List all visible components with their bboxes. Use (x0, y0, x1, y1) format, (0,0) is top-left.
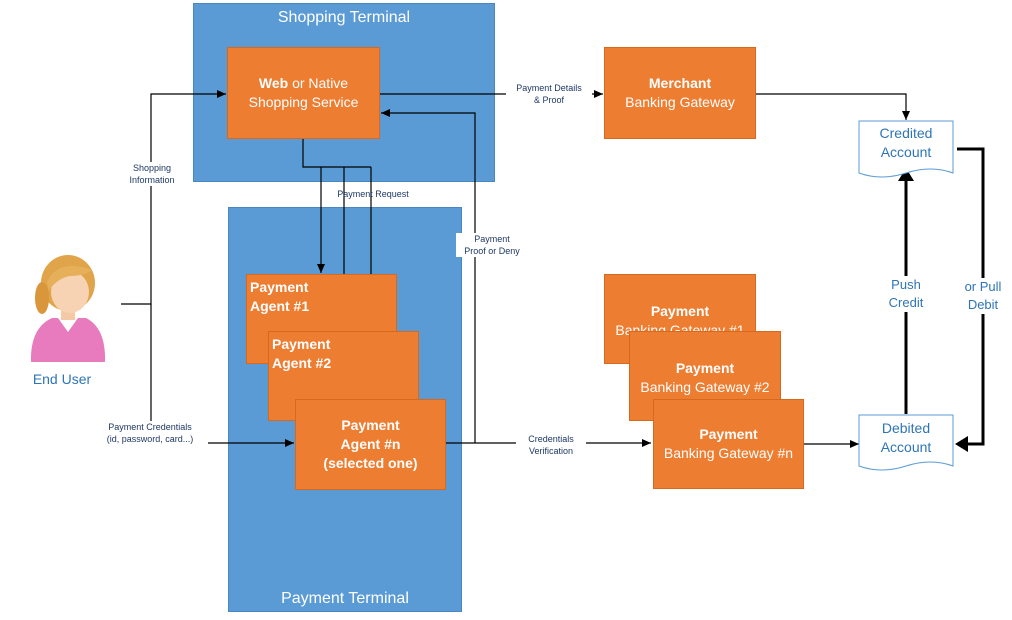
shopping-information-label: Shopping Information (112, 162, 192, 186)
shopping-service-line1: or Native (288, 75, 349, 91)
shopping-service-box: Web or Native Shopping Service (227, 47, 380, 139)
shopping-terminal-title: Shopping Terminal (277, 9, 411, 26)
shopping-information-line1: Shopping (132, 163, 172, 173)
debited-account-label: Debited Account (859, 419, 953, 457)
shopping-information-arrow (121, 90, 226, 305)
payment-details-label: Payment Details & Proof (506, 82, 592, 106)
payment-request-label: Payment Request (326, 188, 420, 200)
credentials-verification-label: Credentials Verification (516, 433, 586, 457)
payment-agent-2-line1: Payment (272, 336, 331, 352)
push-credit-label: Push Credit (878, 276, 934, 312)
debited-account-line1: Debited (881, 420, 931, 436)
payment-proof-line2: Proof or Deny (464, 246, 520, 256)
payment-proof-line1: Payment (474, 234, 510, 244)
payment-agent-n-line2: Agent #n (340, 436, 401, 452)
payment-details-line1: Payment Details (516, 83, 582, 93)
payment-credentials-line1: Payment Credentials (108, 422, 192, 432)
banking-gateway-2-line1: Payment (675, 360, 735, 376)
banking-gateway-n-box: Payment Banking Gateway #n (653, 399, 804, 489)
shopping-service-bold: Web (258, 75, 289, 91)
debited-account-shape (858, 414, 954, 471)
payment-details-line2: & Proof (533, 95, 564, 105)
banking-gateway-n-line1: Payment (699, 426, 758, 442)
credited-account-label: Credited Account (859, 124, 953, 162)
credentials-verification-line2: Verification (528, 446, 574, 456)
payment-agent-n-line3: (selected one) (323, 455, 418, 471)
shopping-information-line2: Information (129, 175, 175, 185)
merchant-gateway-box: Merchant Banking Gateway (604, 47, 756, 139)
shopping-service-line2: Shopping Service (248, 94, 359, 110)
payment-agent-n-box: Payment Agent #n (selected one) (295, 399, 446, 490)
banking-gateway-n-line2: Banking Gateway #n (663, 445, 794, 461)
payment-terminal-title: Payment Terminal (281, 590, 409, 607)
credited-account-shape (858, 120, 954, 178)
payment-request-line (302, 139, 371, 168)
pull-debit-line1: or Pull (964, 279, 1002, 294)
pull-debit-label: or Pull Debit (955, 278, 1011, 314)
push-credit-line1: Push (891, 277, 921, 292)
merchant-to-credited-arrow (756, 93, 910, 120)
debited-account-line2: Account (880, 439, 932, 455)
payment-proof-arrow (381, 109, 476, 443)
payment-agent-2-line2: Agent #2 (272, 355, 332, 371)
banking-gateway-2-line2: Banking Gateway #2 (640, 379, 770, 395)
banking-gateway-1-line1: Payment (650, 303, 710, 319)
merchant-gateway-title: Merchant (648, 75, 712, 91)
credentials-verification-line1: Credentials (528, 434, 574, 444)
payment-credentials-label: Payment Credentials (id, password, card.… (92, 421, 208, 445)
payment-agent-1-line1: Payment (250, 279, 309, 295)
end-user-label: End User (32, 371, 92, 387)
payment-agent-n-line1: Payment (341, 417, 400, 433)
credited-account-line1: Credited (879, 125, 933, 141)
payment-request-text: Payment Request (337, 189, 409, 199)
credited-account-line2: Account (880, 144, 932, 160)
payment-proof-label: Payment Proof or Deny (456, 233, 528, 257)
payment-agent-1-line2: Agent #1 (250, 298, 310, 314)
payment-credentials-line2: (id, password, card...) (106, 434, 194, 444)
push-credit-line2: Credit (888, 295, 924, 310)
pull-debit-line2: Debit (967, 297, 999, 312)
merchant-gateway-subtitle: Banking Gateway (625, 94, 735, 110)
